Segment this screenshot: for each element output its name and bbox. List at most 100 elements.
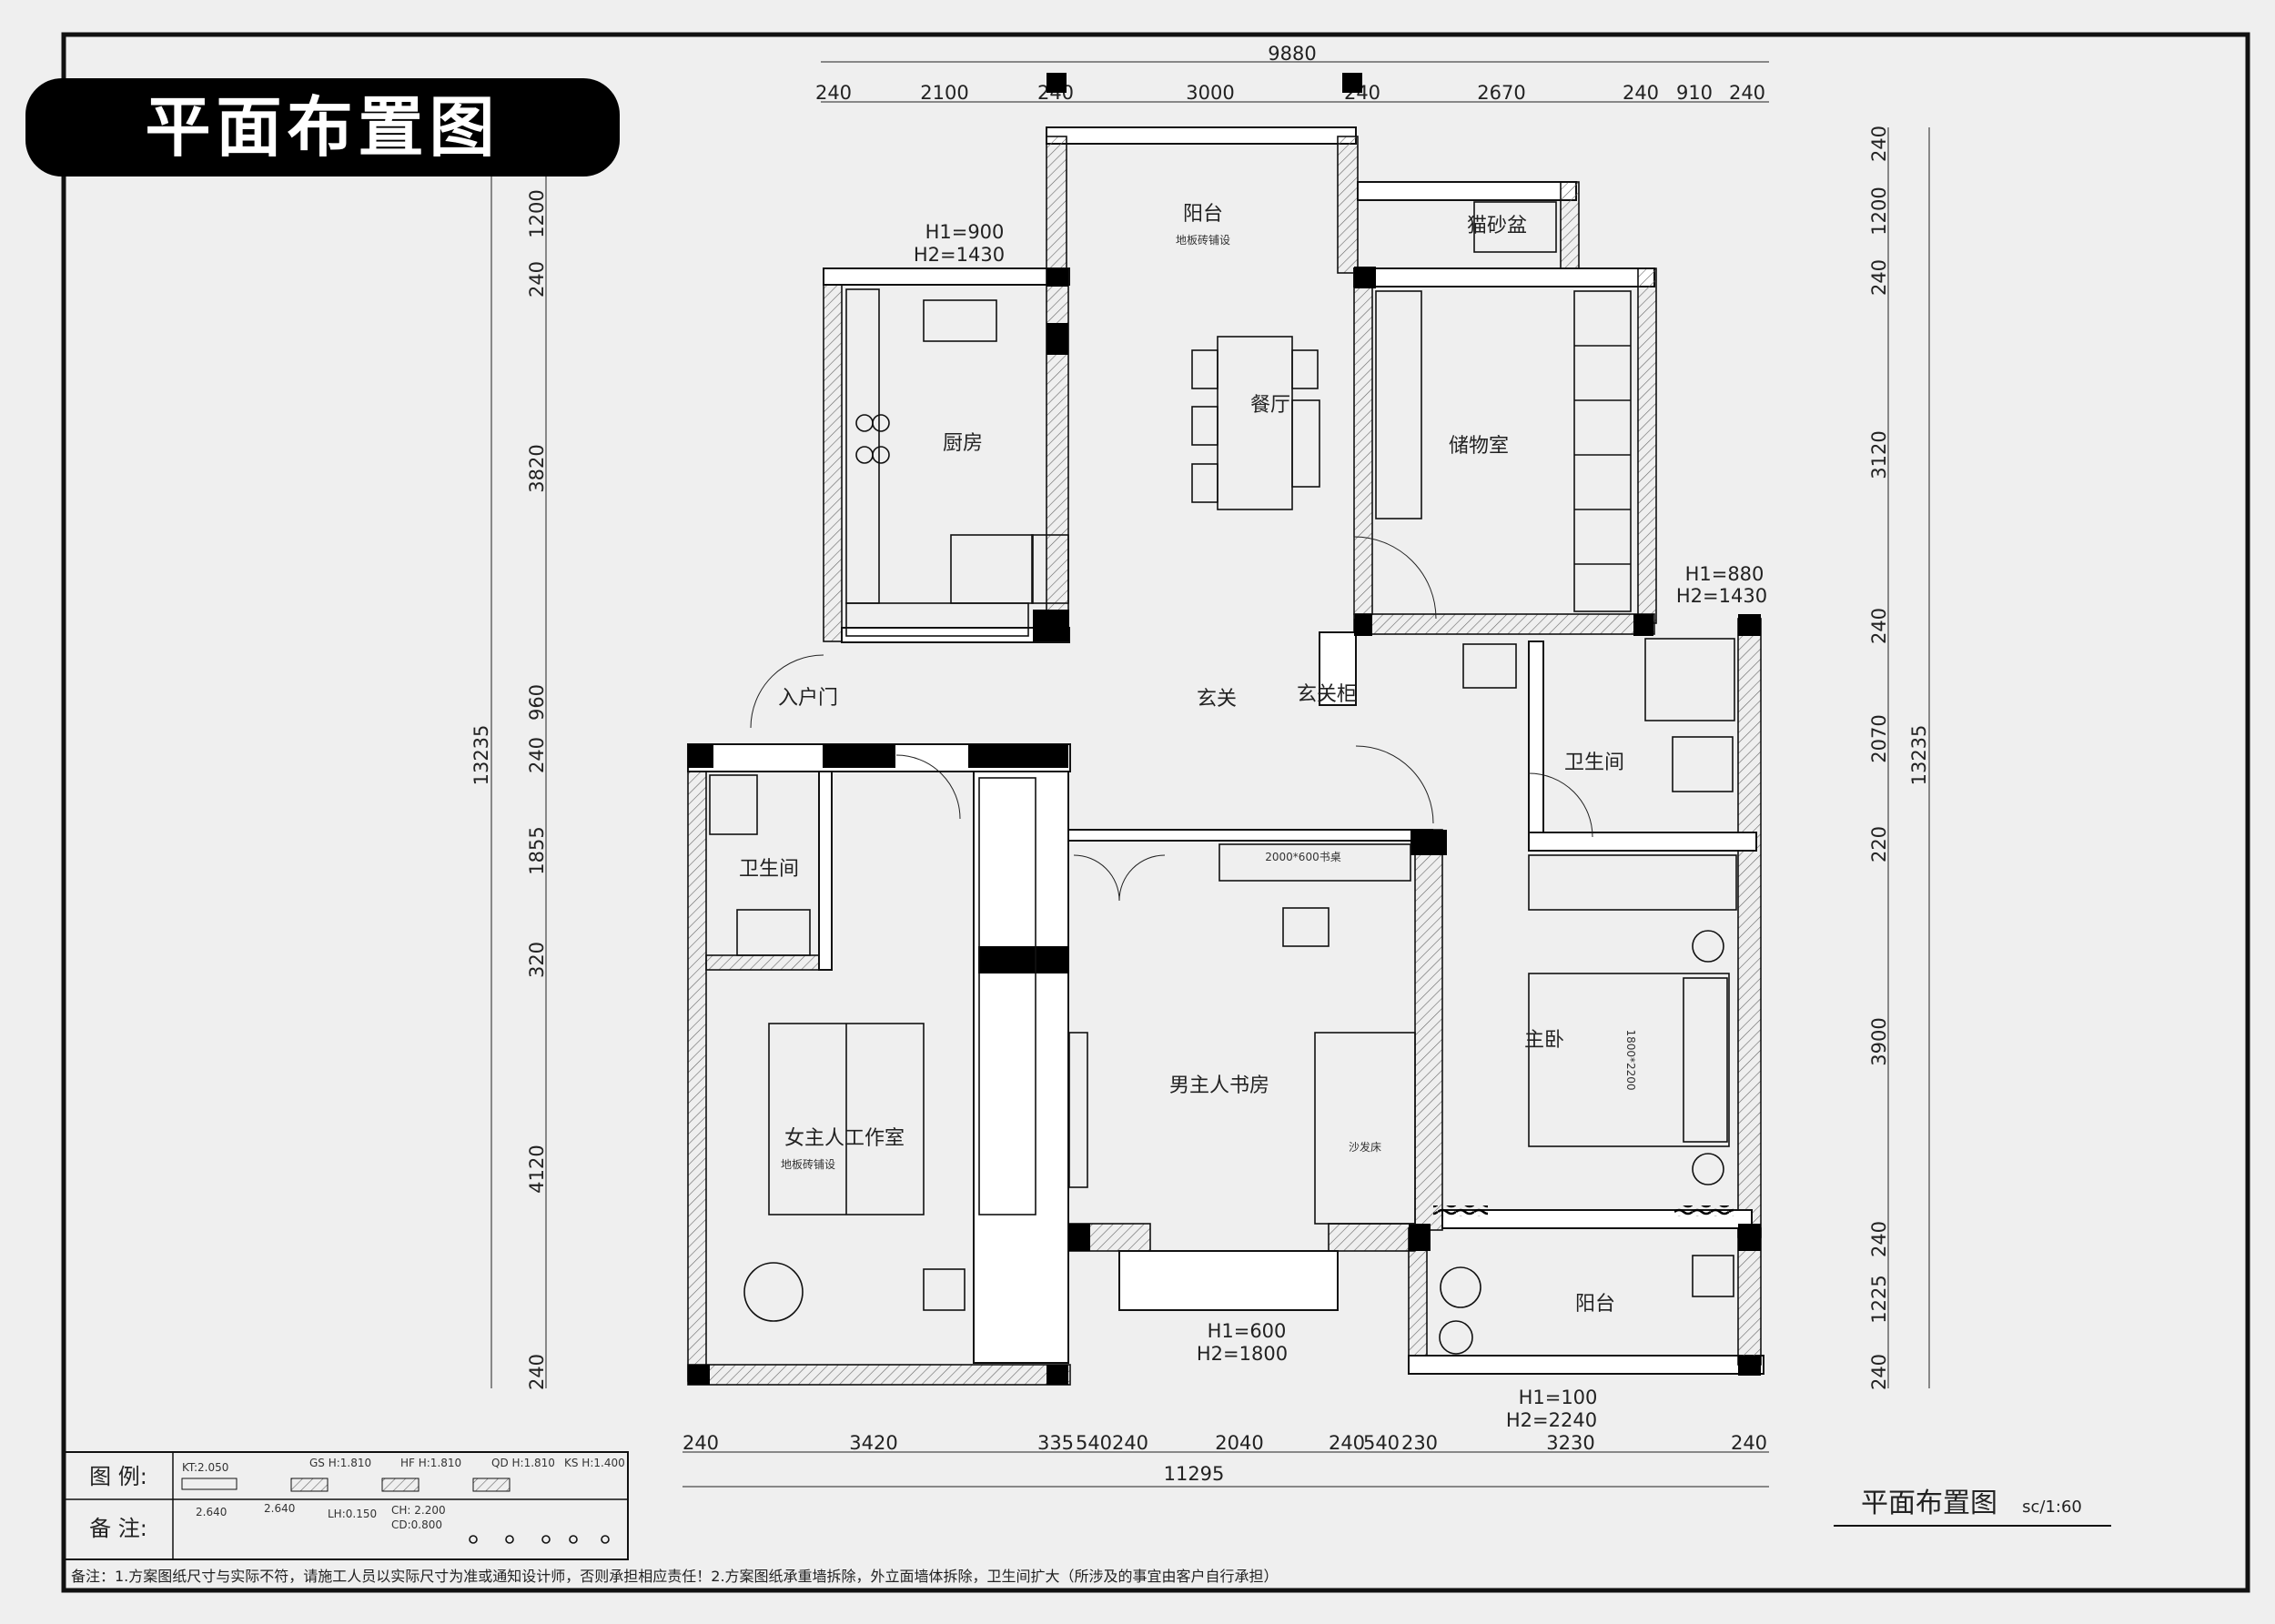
dim-bottom-seg: 2040 (1215, 1432, 1263, 1454)
legend-table: 图 例: 备 注: KT:2.050 GS H:1.810 HF H:1.810… (63, 1451, 629, 1560)
sofa-bed (1314, 1032, 1416, 1225)
dim-right-seg: 1225 (1868, 1275, 1890, 1323)
drawing-caption: 平面布置图 sc/1:60 (1834, 1488, 2111, 1527)
scale-label: sc/1:60 (2022, 1498, 2082, 1517)
dim-right-seg: 240 (1868, 259, 1890, 296)
left-dimensions: 13235 1200 240 3820 960 240 1855 320 412… (470, 127, 548, 1390)
right-dimensions: 13235 240 1200 240 3120 240 2070 220 390… (1868, 126, 1930, 1390)
wh-balcony-h2: H2=2240 (1506, 1409, 1597, 1431)
dim-left-seg: 240 (526, 1354, 548, 1390)
dim-left-seg: 3820 (526, 444, 548, 492)
label-foyer-cabinet: 玄关柜 (1297, 683, 1357, 706)
wh-study-h1: H1=600 (1208, 1320, 1287, 1342)
dim-right-seg: 220 (1868, 826, 1890, 862)
label-studio: 女主人工作室 (784, 1127, 905, 1150)
drawing-label: 平面布置图 (1861, 1488, 1997, 1519)
dim-top-seg: 240 (815, 82, 852, 104)
dim-bottom-seg: 3420 (849, 1432, 897, 1454)
kitchen-sink (923, 299, 997, 342)
wh-kitchen-h1: H1=900 (925, 221, 1005, 243)
dim-bottom-seg: 240 (1329, 1432, 1365, 1454)
dim-bottom-seg: 540 (1363, 1432, 1400, 1454)
notes-label: 备 注: (89, 1516, 147, 1541)
window-heights: H1=900 H2=1430 H1=880 H2=1430 H1=600 H2=… (914, 221, 1767, 1431)
label-storage: 储物室 (1449, 435, 1509, 458)
legend-item: QD H:1.810 (491, 1457, 555, 1469)
label-bed-size: 1800*2200 (1624, 1029, 1637, 1090)
dim-right-total: 13235 (1908, 725, 1930, 786)
dim-right-seg: 240 (1868, 126, 1890, 162)
dim-left-seg: 4120 (526, 1145, 548, 1193)
label-study: 男主人书房 (1169, 1074, 1269, 1097)
wh-bath-h2: H2=1430 (1676, 585, 1767, 607)
room-labels: 阳台 地板砖铺设 猫砂盆 厨房 餐厅 储物室 入户门 玄关 玄关柜 卫生间 卫生… (739, 203, 1637, 1316)
dim-top-seg: 3000 (1186, 82, 1234, 104)
dining-table (1217, 336, 1293, 510)
legend-item: GS H:1.810 (309, 1457, 371, 1469)
label-balcony-top-note: 地板砖铺设 (1176, 233, 1230, 247)
dim-top-seg: 2670 (1477, 82, 1525, 104)
dim-bottom-seg: 240 (1112, 1432, 1148, 1454)
note-item: CH: 2.200 (391, 1504, 446, 1517)
wh-study-h2: H2=1800 (1197, 1343, 1288, 1365)
label-sofa-bed: 沙发床 (1349, 1140, 1381, 1154)
dim-right-seg: 3120 (1868, 430, 1890, 479)
legend-item: KT:2.050 (182, 1461, 228, 1474)
dim-left-seg: 960 (526, 684, 548, 721)
dim-top-seg: 2100 (920, 82, 968, 104)
dim-bottom-seg: 240 (1731, 1432, 1767, 1454)
structural-columns (688, 73, 1761, 1385)
dim-right-seg: 240 (1868, 608, 1890, 644)
label-entrance-door: 入户门 (778, 687, 838, 710)
wh-balcony-h1: H1=100 (1519, 1387, 1598, 1408)
dim-left-seg: 320 (526, 942, 548, 978)
page-title: 平面布置图 (25, 78, 620, 177)
dim-left-seg: 240 (526, 737, 548, 773)
legend-item: KS H:1.400 (564, 1457, 625, 1469)
dim-bottom-seg: 3230 (1546, 1432, 1594, 1454)
wh-bath-h1: H1=880 (1685, 563, 1764, 585)
label-kitchen: 厨房 (943, 432, 983, 455)
note-item: 2.640 (196, 1506, 227, 1518)
dim-bottom-total: 11295 (1164, 1463, 1225, 1485)
dim-top-seg: 240 (1623, 82, 1659, 104)
dim-left-seg: 1200 (526, 189, 548, 237)
furniture (709, 201, 1737, 1355)
dim-bottom-seg: 230 (1401, 1432, 1438, 1454)
legend-label: 图 例: (89, 1464, 147, 1489)
label-balcony-bottom: 阳台 (1575, 1293, 1615, 1316)
sheet-border (61, 32, 2250, 1593)
dim-left-seg: 240 (526, 261, 548, 298)
dim-right-seg: 240 (1868, 1354, 1890, 1390)
label-balcony-top: 阳台 (1183, 203, 1223, 226)
dim-top-seg: 240 (1729, 82, 1765, 104)
label-studio-note: 地板砖铺设 (781, 1157, 835, 1171)
dim-left-seg: 1855 (526, 826, 548, 874)
label-master: 主卧 (1524, 1029, 1564, 1052)
dim-top-total: 9880 (1268, 43, 1316, 65)
label-bathroom-right: 卫生间 (1564, 751, 1624, 774)
dim-bottom-seg: 335 (1037, 1432, 1074, 1454)
note-item: LH:0.150 (328, 1508, 377, 1520)
label-foyer: 玄关 (1197, 688, 1237, 711)
dim-bottom-seg: 540 (1076, 1432, 1112, 1454)
dim-right-seg: 240 (1868, 1221, 1890, 1257)
top-dimensions: 9880 240 2100 240 3000 240 2670 240 910 … (815, 43, 1769, 104)
dim-bottom-seg: 240 (682, 1432, 719, 1454)
label-bathroom-left: 卫生间 (739, 858, 799, 881)
label-dining: 餐厅 (1250, 394, 1290, 417)
dim-top-seg: 910 (1676, 82, 1713, 104)
bottom-dimensions: 240 3420 335 540 240 2040 240 540 230 32… (682, 1432, 1769, 1488)
bed (1528, 973, 1730, 1147)
dim-right-seg: 2070 (1868, 714, 1890, 762)
note-item: 2.640 (264, 1502, 295, 1515)
wh-kitchen-h2: H2=1430 (914, 244, 1005, 266)
label-desk-note: 2000*600书桌 (1265, 851, 1340, 863)
legend-item: HF H:1.810 (400, 1457, 461, 1469)
dim-right-seg: 3900 (1868, 1017, 1890, 1065)
dim-left-total: 13235 (470, 725, 492, 786)
label-cat-litter: 猫砂盆 (1467, 215, 1527, 237)
footnote: 备注：1.方案图纸尺寸与实际不符，请施工人员以实际尺寸为准或通知设计师，否则承担… (71, 1568, 1279, 1585)
dim-right-seg: 1200 (1868, 187, 1890, 235)
